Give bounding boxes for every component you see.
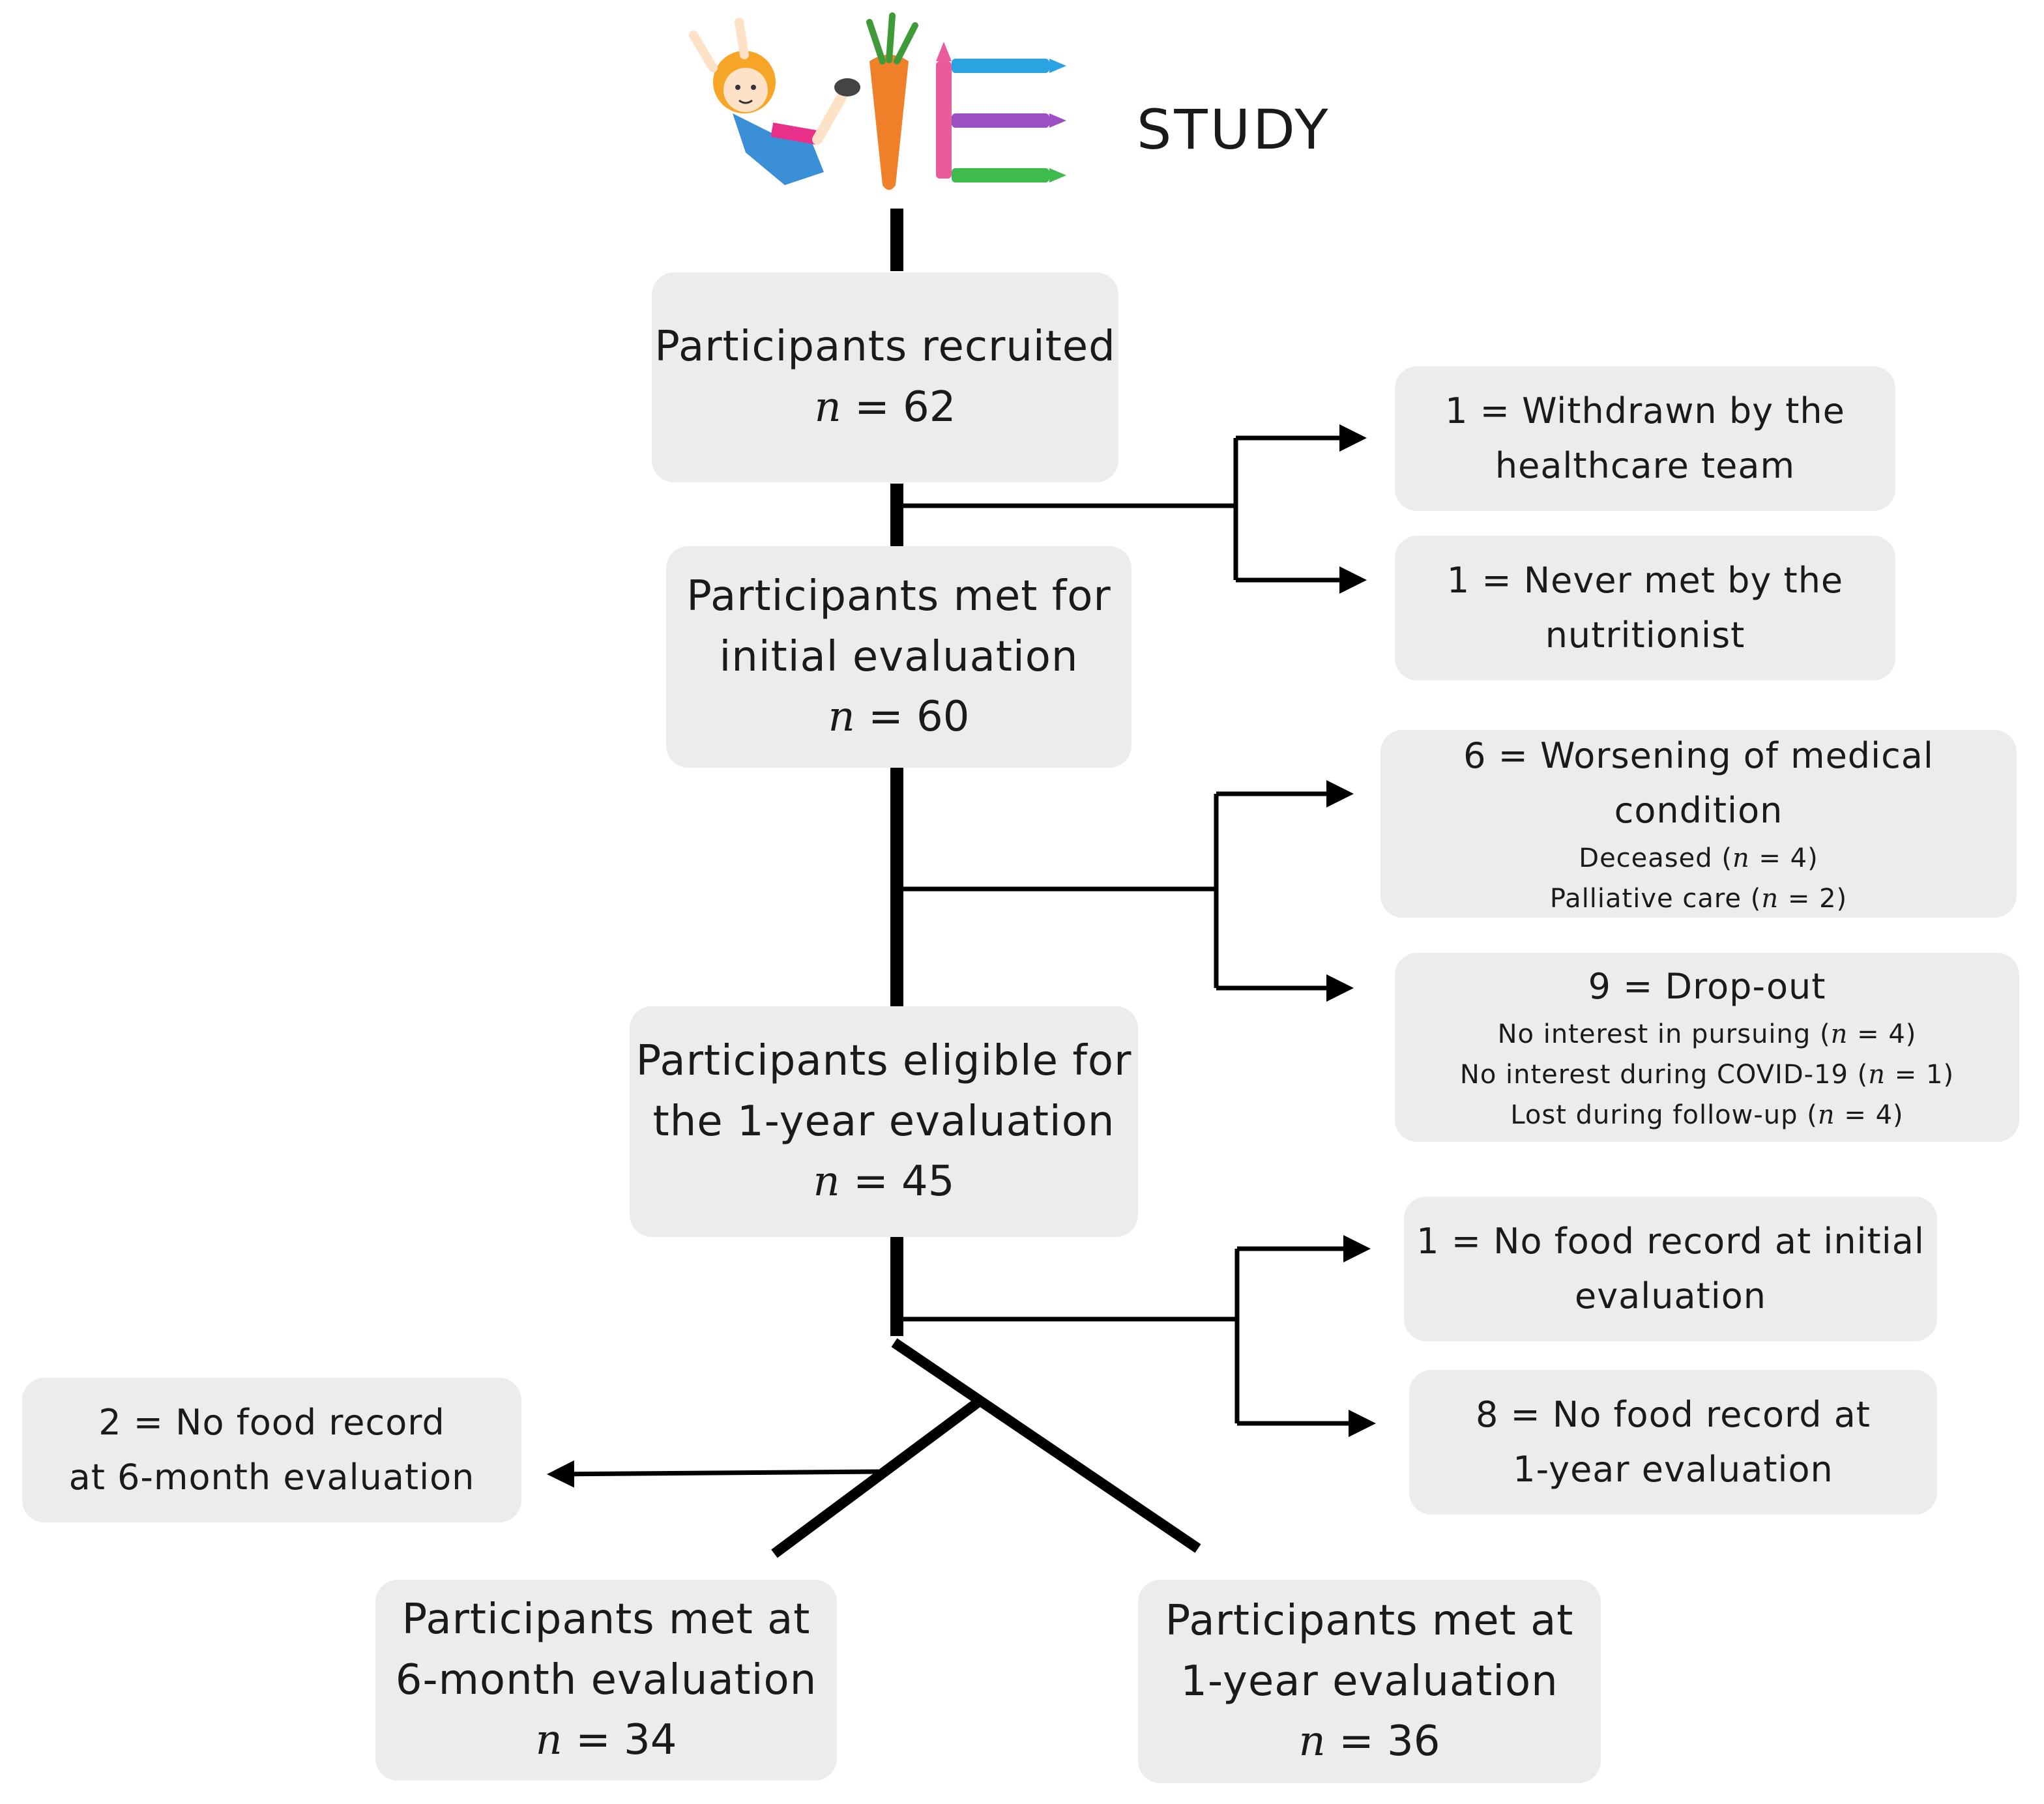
worsening-deceased: Deceased (n = 4) (1579, 843, 1818, 873)
box-eligible-1year: Participants eligible for the 1-year eva… (630, 1006, 1138, 1237)
box-never-met: 1 = Never met by the nutritionist (1395, 536, 1895, 680)
box-withdrawn: 1 = Withdrawn by the healthcare team (1395, 366, 1895, 511)
one-year-count: n = 36 (1298, 1717, 1440, 1766)
dropout-no-interest: No interest in pursuing (n = 4) (1497, 1019, 1917, 1049)
crayons-icon (936, 42, 1066, 182)
recruited-count: n = 62 (814, 383, 956, 431)
withdrawn-line-1: 1 = Withdrawn by the (1445, 390, 1845, 432)
box-no-food-6month: 2 = No food record at 6-month evaluation (22, 1378, 521, 1522)
no-food-1year-line-1: 8 = No food record at (1476, 1394, 1871, 1436)
split-left (771, 1394, 986, 1558)
withdrawn-line-2: healthcare team (1495, 445, 1796, 486)
box-initial-evaluation: Participants met for initial evaluation … (666, 546, 1132, 768)
box-6month-met: Participants met at 6-month evaluation n… (375, 1580, 837, 1781)
recruited-label: Participants recruited (654, 323, 1116, 371)
no-food-initial-line-2: evaluation (1574, 1275, 1767, 1317)
study-title: STUDY (1137, 98, 1331, 162)
box-participants-recruited: Participants recruited n = 62 (652, 272, 1118, 482)
box-no-food-initial: 1 = No food record at initial evaluation (1404, 1197, 1937, 1341)
vie-logo (689, 12, 1066, 190)
one-year-label-1: Participants met at (1165, 1596, 1574, 1645)
no-food-1year-line-2: 1-year evaluation (1513, 1449, 1833, 1490)
initial-label-2: initial evaluation (719, 632, 1079, 681)
never-met-line-1: 1 = Never met by the (1446, 560, 1844, 602)
no-food-6month-line-2: at 6-month evaluation (68, 1457, 475, 1498)
worsening-line-1: 6 = Worsening of medical condition (1463, 735, 1934, 831)
split-right (891, 1338, 1201, 1553)
box-no-food-1year: 8 = No food record at 1-year evaluation (1409, 1370, 1937, 1515)
eligible-label-2: the 1-year evaluation (652, 1097, 1115, 1146)
eligible-count: n = 45 (813, 1157, 955, 1206)
carrot-icon (866, 12, 918, 190)
dropout-line-1: 9 = Drop-out (1588, 966, 1826, 1008)
one-year-label-2: 1-year evaluation (1180, 1657, 1558, 1706)
initial-count: n = 60 (828, 693, 970, 742)
six-month-count: n = 34 (535, 1716, 677, 1765)
never-met-line-2: nutritionist (1545, 615, 1745, 656)
dropout-lost: Lost during follow-up (n = 4) (1510, 1099, 1904, 1130)
six-month-label-2: 6-month evaluation (395, 1655, 817, 1704)
box-dropout: 9 = Drop-out No interest in pursuing (n … (1395, 953, 2019, 1142)
worsening-palliative: Palliative care (n = 2) (1549, 883, 1848, 914)
no-food-initial-line-1: 1 = No food record at initial (1416, 1221, 1925, 1262)
six-month-label-1: Participants met at (402, 1595, 811, 1644)
arrow-no-food-6month (547, 1460, 879, 1488)
dropout-covid: No interest during COVID-19 (n = 1) (1459, 1059, 1955, 1090)
no-food-6month-line-1: 2 = No food record (98, 1402, 445, 1444)
box-1year-met: Participants met at 1-year evaluation n … (1138, 1580, 1601, 1783)
girl-figure-icon (689, 18, 860, 185)
box-worsening: 6 = Worsening of medical condition Decea… (1380, 730, 2017, 918)
eligible-label-1: Participants eligible for (635, 1036, 1132, 1085)
initial-label-1: Participants met for (686, 572, 1111, 620)
